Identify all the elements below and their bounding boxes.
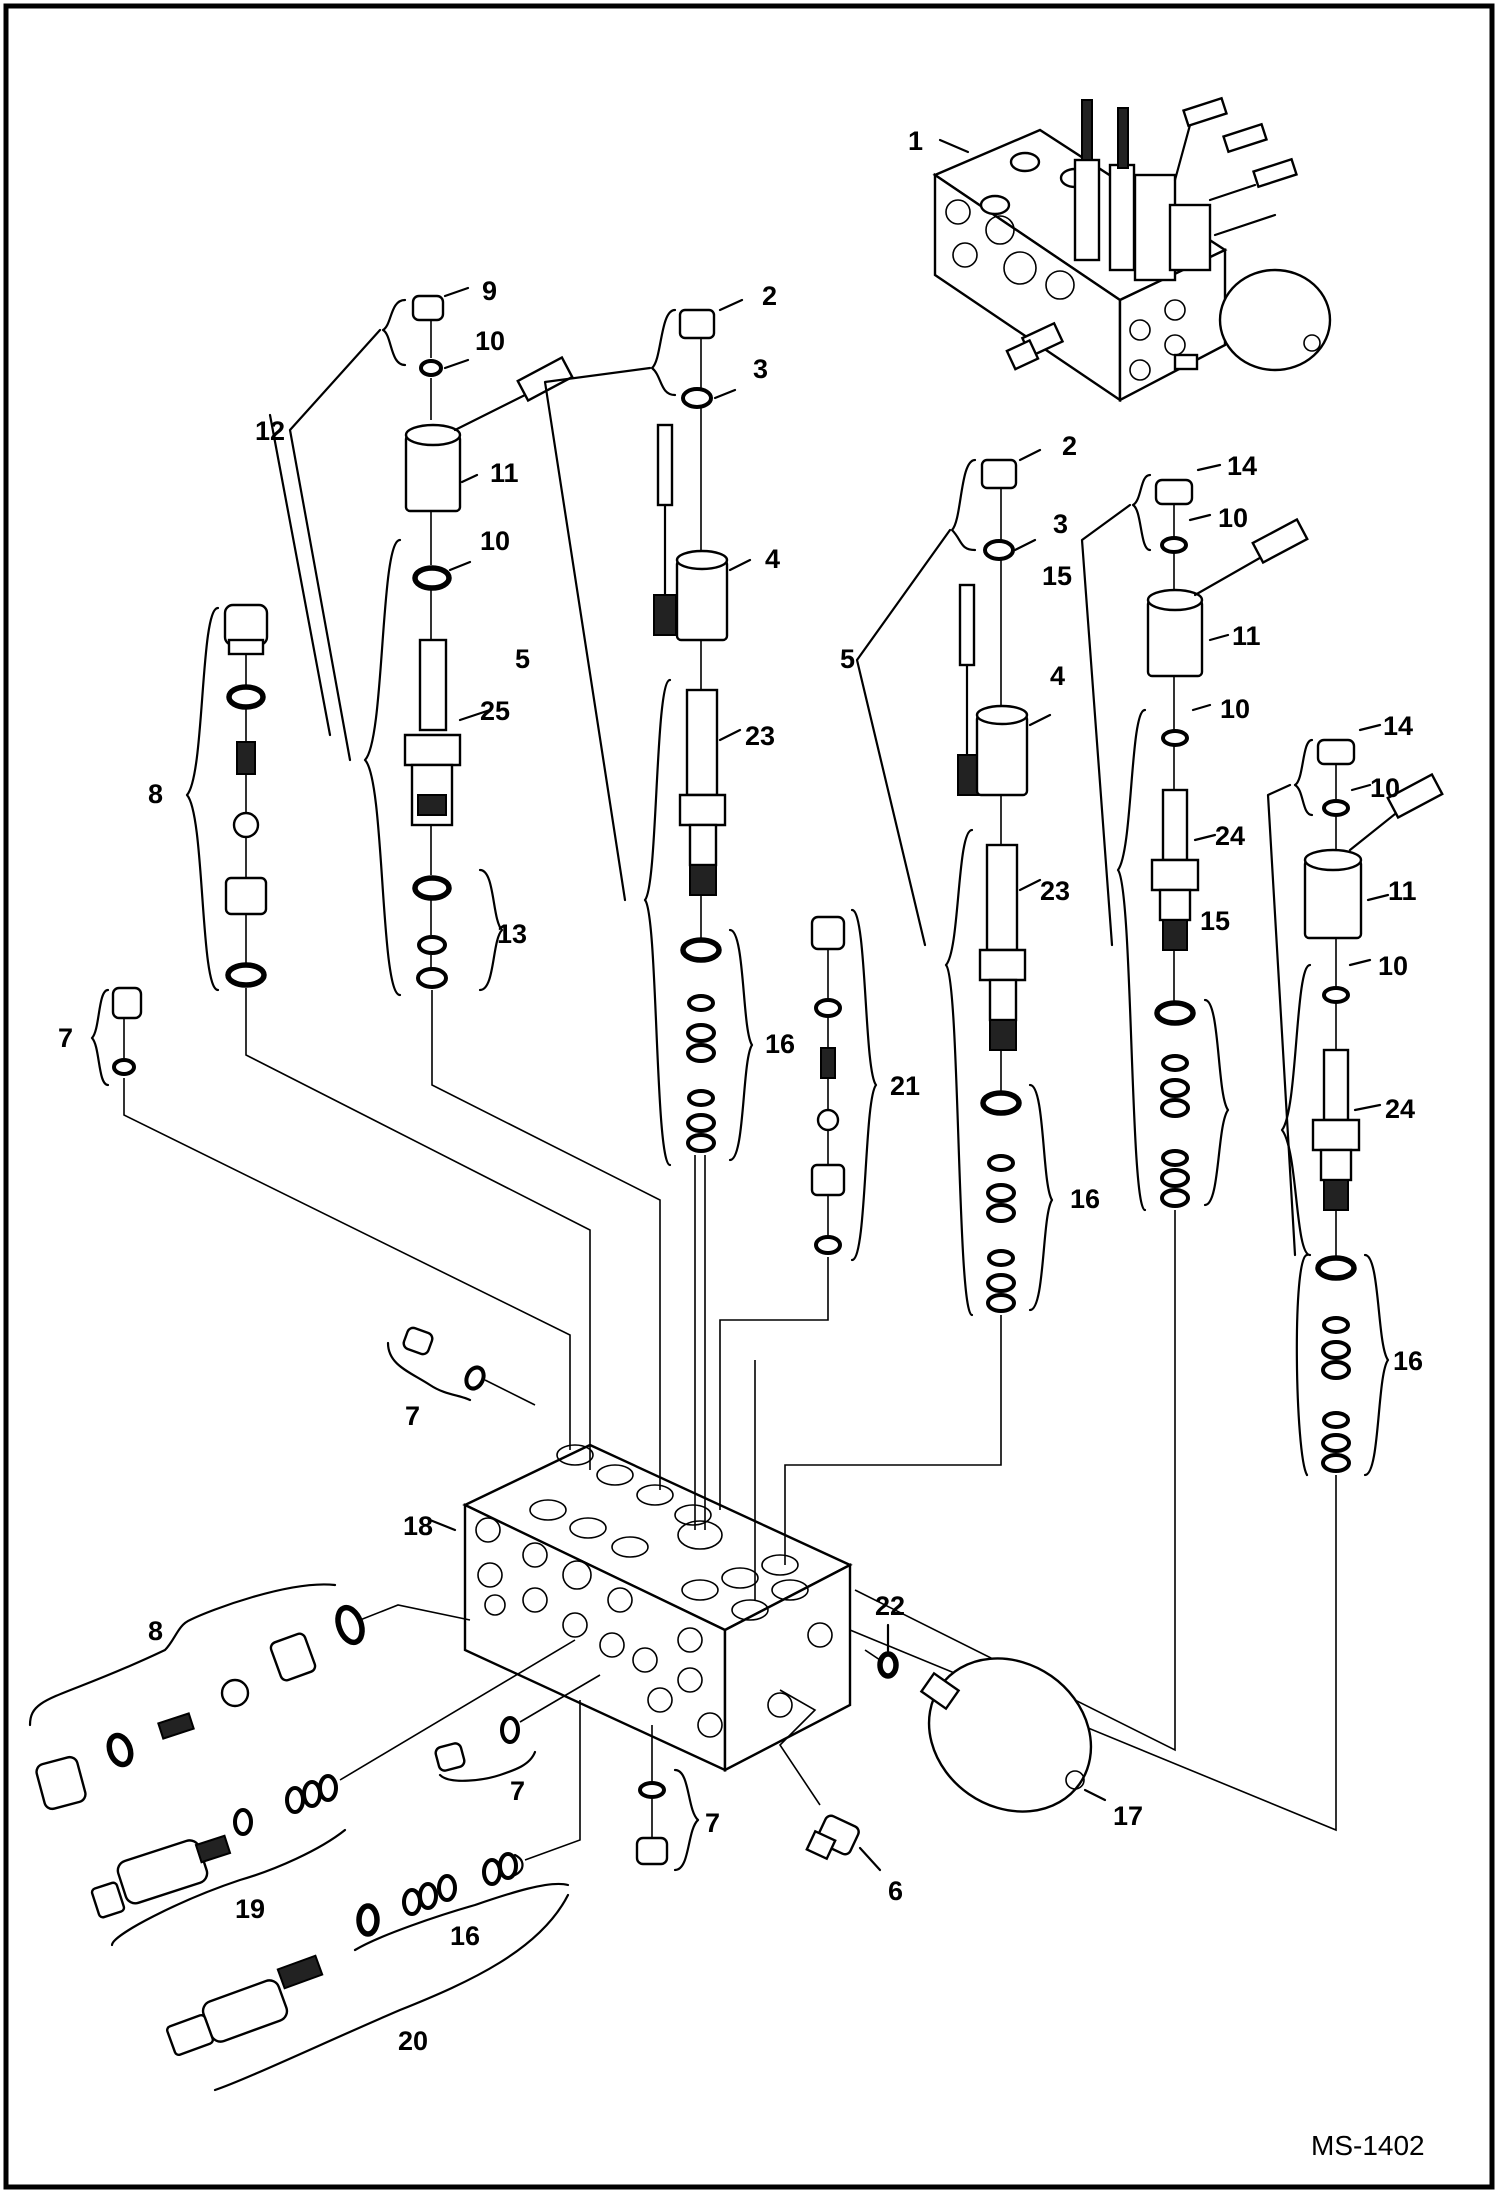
callout-16-a: 16 (765, 1029, 795, 1059)
plug-7-c (434, 1716, 520, 1772)
callout-7-b: 7 (405, 1401, 420, 1431)
column-check-21 (810, 915, 846, 1255)
callout-11-b: 11 (1232, 621, 1261, 651)
callout-12: 12 (255, 416, 285, 446)
fitting-6 (805, 1814, 860, 1861)
callout-19: 19 (235, 1894, 265, 1924)
plug-7-b (402, 1326, 486, 1391)
callout-23-b: 23 (1040, 876, 1070, 906)
callout-5-a: 5 (515, 644, 530, 674)
callout-15-b: 15 (1200, 906, 1230, 936)
callout-14-a: 14 (1227, 451, 1257, 481)
accumulator-17 (877, 1651, 1093, 1813)
callout-10-a: 10 (475, 326, 505, 356)
column-solenoid-25 (403, 294, 574, 989)
relief-19-exploded (90, 1774, 338, 1919)
callout-10-c: 10 (1218, 503, 1248, 533)
callout-9: 9 (482, 276, 497, 306)
callout-10-f: 10 (1378, 951, 1408, 981)
callout-10-e: 10 (1370, 773, 1400, 803)
callout-10-d: 10 (1220, 694, 1250, 724)
callout-10-b: 10 (480, 526, 510, 556)
drawing-border (3, 3, 1495, 2190)
callout-3-b: 3 (1053, 509, 1068, 539)
relief-20-exploded (166, 1852, 524, 2057)
callout-4-b: 4 (1050, 661, 1065, 691)
assembled-valve-block (932, 96, 1332, 403)
callout-24-a: 24 (1215, 821, 1245, 851)
plug-7-a (111, 986, 143, 1076)
column-solenoid-24-b (1303, 738, 1444, 1473)
callout-16-c: 16 (1393, 1346, 1423, 1376)
callout-2-b: 2 (1062, 431, 1077, 461)
callout-8-b: 8 (148, 1616, 163, 1646)
callout-16-b: 16 (1070, 1184, 1100, 1214)
relief-8-exploded (35, 1604, 365, 1811)
callout-15-a: 15 (1042, 561, 1072, 591)
callout-7-d: 7 (705, 1808, 720, 1838)
callout-17: 17 (1113, 1801, 1143, 1831)
callout-11-a: 11 (490, 458, 519, 488)
callout-25: 25 (480, 696, 510, 726)
callout-22: 22 (875, 1591, 905, 1621)
drawing-code: MS-1402 (1311, 2130, 1425, 2161)
callout-2-a: 2 (762, 281, 777, 311)
column-solenoid-24-a (1146, 478, 1309, 1208)
column-solenoid-23-a (653, 308, 729, 1153)
callout-21: 21 (890, 1071, 920, 1101)
callout-20: 20 (398, 2026, 428, 2056)
callout-4-a: 4 (765, 544, 780, 574)
column-solenoid-23-b (957, 458, 1029, 1313)
callout-13: 13 (497, 919, 527, 949)
callout-7-c: 7 (510, 1776, 525, 1806)
callout-3-a: 3 (753, 354, 768, 384)
callout-14-b: 14 (1383, 711, 1413, 741)
callout-5-b: 5 (840, 644, 855, 674)
callout-23-a: 23 (745, 721, 775, 751)
callout-11-c: 11 (1388, 876, 1417, 906)
callout-18: 18 (403, 1511, 433, 1541)
callout-16-d: 16 (450, 1921, 480, 1951)
callout-7-a: 7 (58, 1023, 73, 1053)
callout-6: 6 (888, 1876, 903, 1906)
callout-24-b: 24 (1385, 1094, 1415, 1124)
column-relief-8 (223, 603, 269, 988)
valve-block-18 (462, 1443, 853, 1772)
callout-8-a: 8 (148, 779, 163, 809)
callout-1: 1 (908, 126, 923, 156)
